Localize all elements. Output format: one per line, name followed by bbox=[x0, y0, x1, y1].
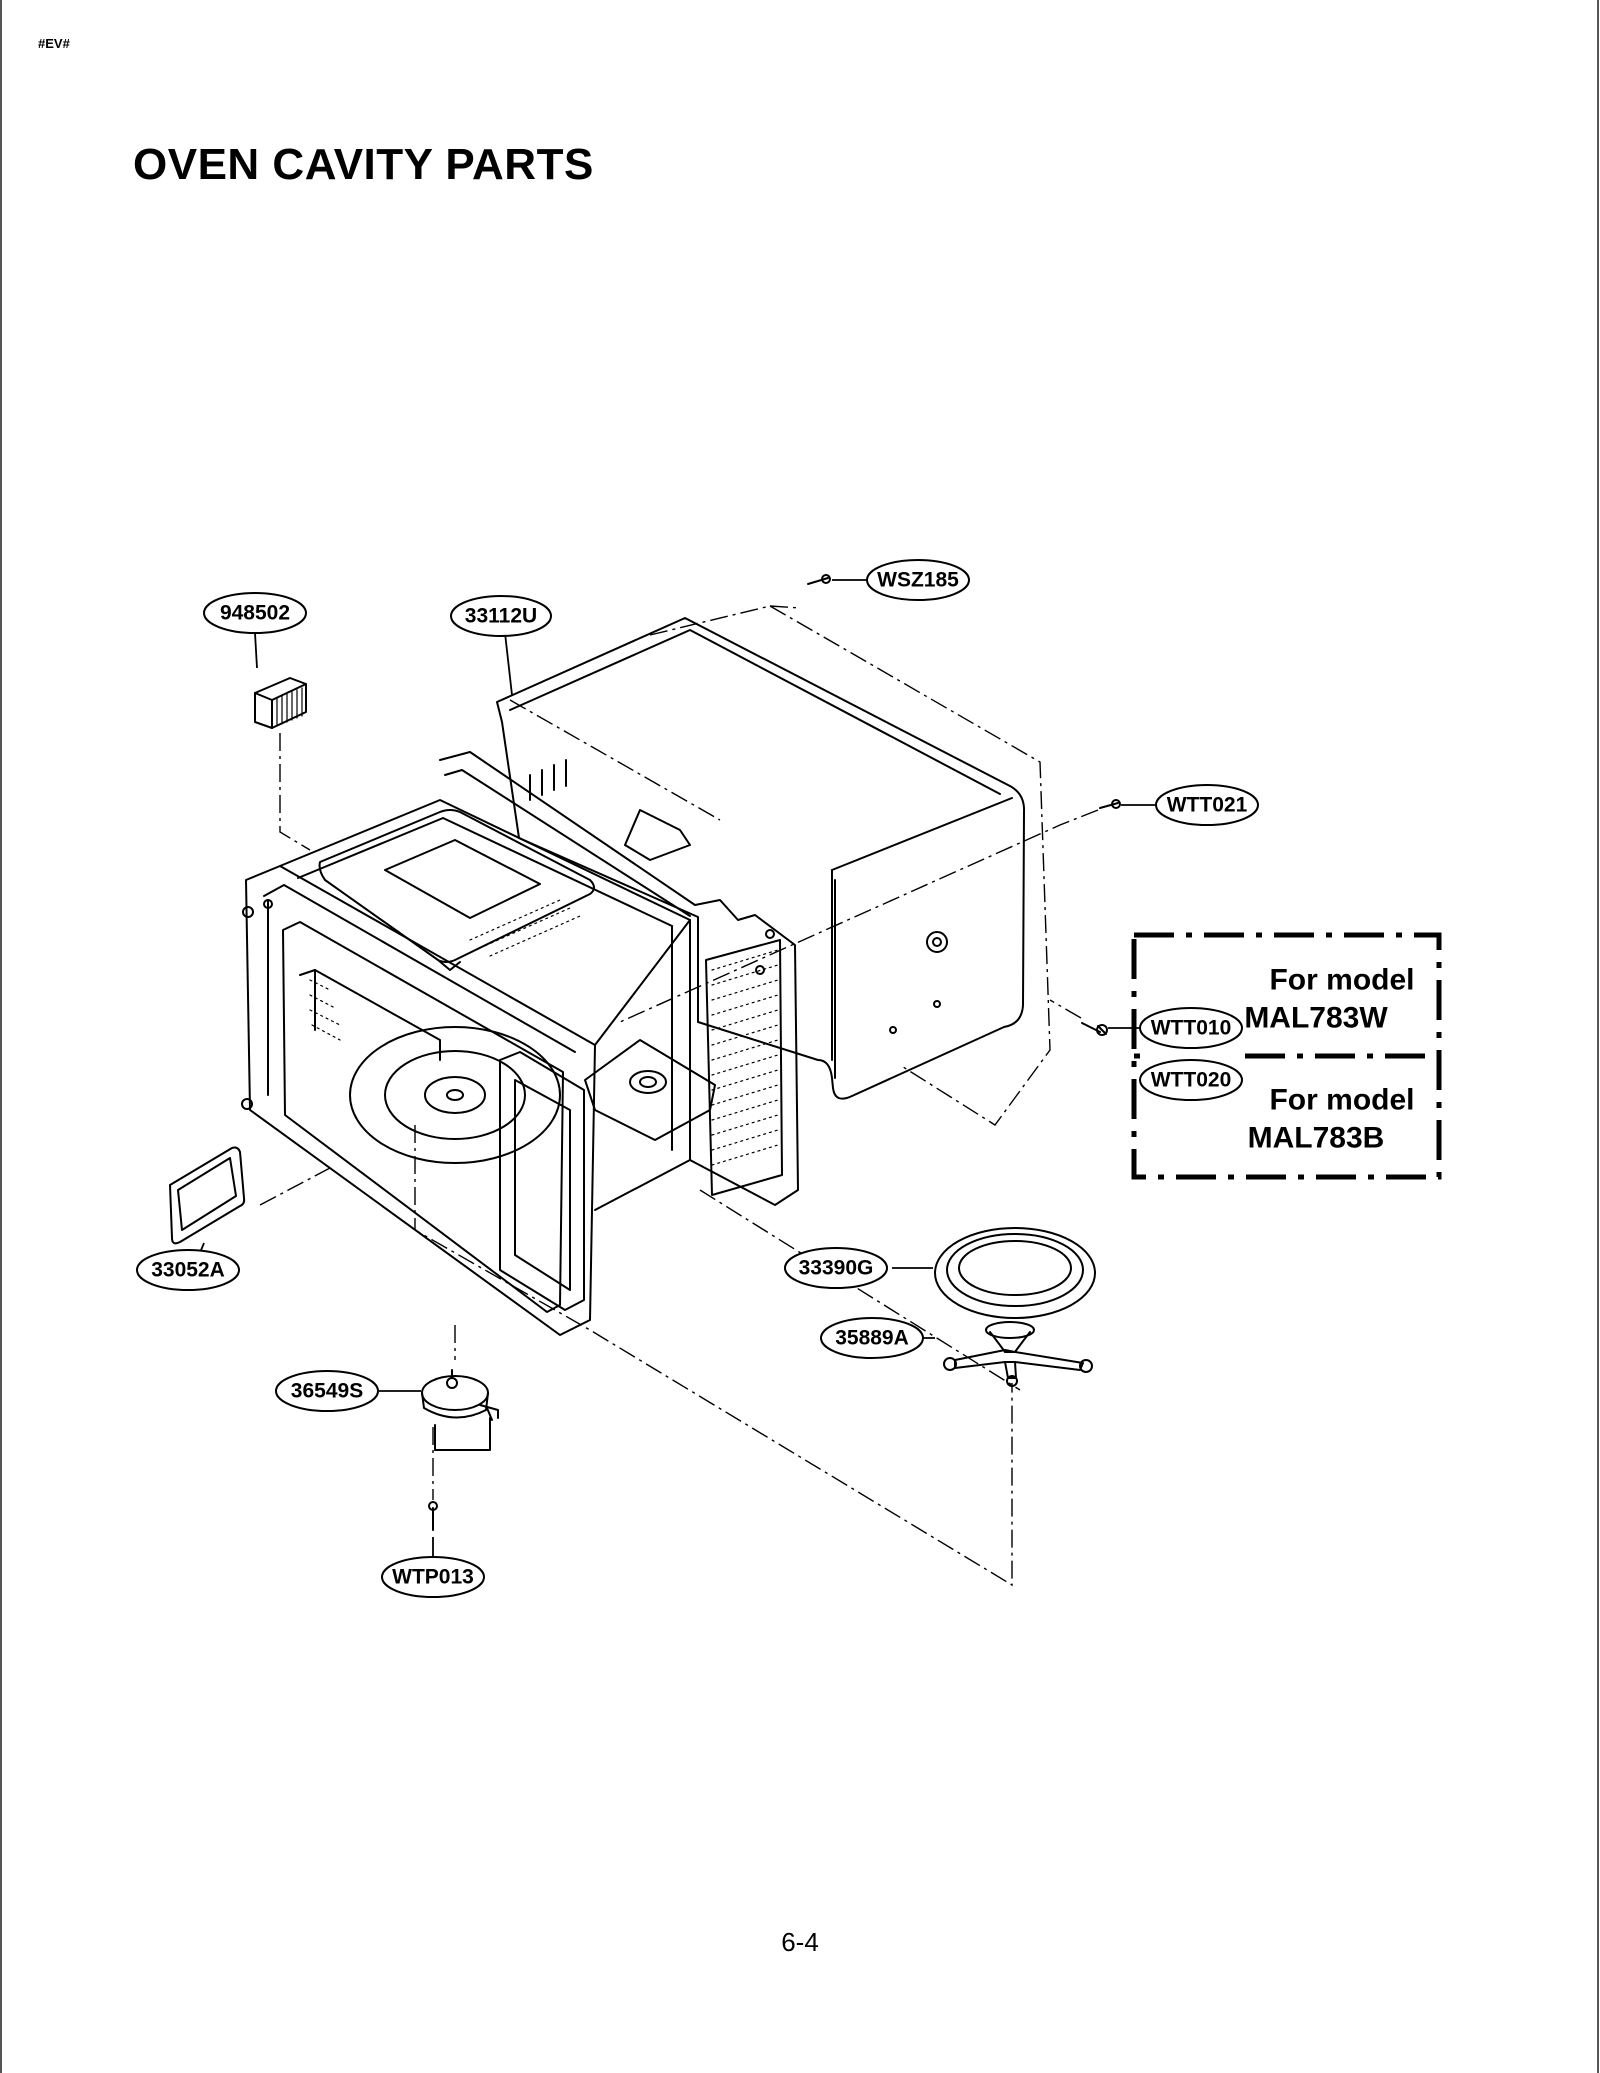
page-title: OVEN CAVITY PARTS bbox=[133, 140, 594, 189]
assembly-guide-lines bbox=[259, 605, 1099, 1587]
mesh-pattern bbox=[309, 899, 779, 1166]
callout-wsz185: WSZ185 bbox=[877, 569, 959, 592]
part-948502-block bbox=[254, 677, 307, 729]
screw-wtp013 bbox=[428, 1501, 438, 1531]
model-box-top-line2: MAL783W bbox=[1244, 1002, 1388, 1035]
page-number: 6-4 bbox=[781, 1927, 819, 1957]
waveguide-cover bbox=[169, 1146, 246, 1245]
callout-wtt021: WTT021 bbox=[1167, 794, 1248, 817]
header-code: #EV# bbox=[38, 36, 70, 51]
callout-36549s: 36549S bbox=[291, 1380, 363, 1403]
model-box-bottom-line1: For model bbox=[1269, 1084, 1414, 1117]
roller-ring bbox=[943, 1321, 1093, 1387]
callout-33390g: 33390G bbox=[799, 1257, 874, 1280]
callout-35889a: 35889A bbox=[835, 1327, 909, 1350]
oven-cavity-assembly bbox=[241, 751, 799, 1336]
screw-wsz185 bbox=[807, 574, 831, 585]
callout-wtt020: WTT020 bbox=[1151, 1069, 1232, 1092]
callout-33112u: 33112U bbox=[465, 605, 537, 628]
model-box: For model MAL783W For model MAL783B bbox=[1131, 932, 1442, 1180]
screw-wtt021 bbox=[1099, 799, 1121, 809]
page-border-right bbox=[1597, 0, 1599, 2073]
callout-wtt010: WTT010 bbox=[1151, 1017, 1232, 1040]
model-box-top-line1: For model bbox=[1269, 964, 1414, 997]
callout-33052a: 33052A bbox=[151, 1259, 225, 1282]
callout-ovals bbox=[136, 559, 1259, 1598]
page-border-left bbox=[0, 0, 2, 2073]
model-box-bottom-line2: MAL783B bbox=[1248, 1122, 1385, 1155]
callout-948502: 948502 bbox=[220, 602, 290, 625]
glass-tray bbox=[934, 1227, 1096, 1319]
turntable-motor bbox=[421, 1369, 499, 1451]
leader-lines bbox=[196, 579, 1158, 1560]
outer-cabinet bbox=[496, 617, 1026, 1100]
screw-wtt010 bbox=[1081, 1022, 1108, 1036]
callout-wtp013: WTP013 bbox=[392, 1566, 474, 1589]
